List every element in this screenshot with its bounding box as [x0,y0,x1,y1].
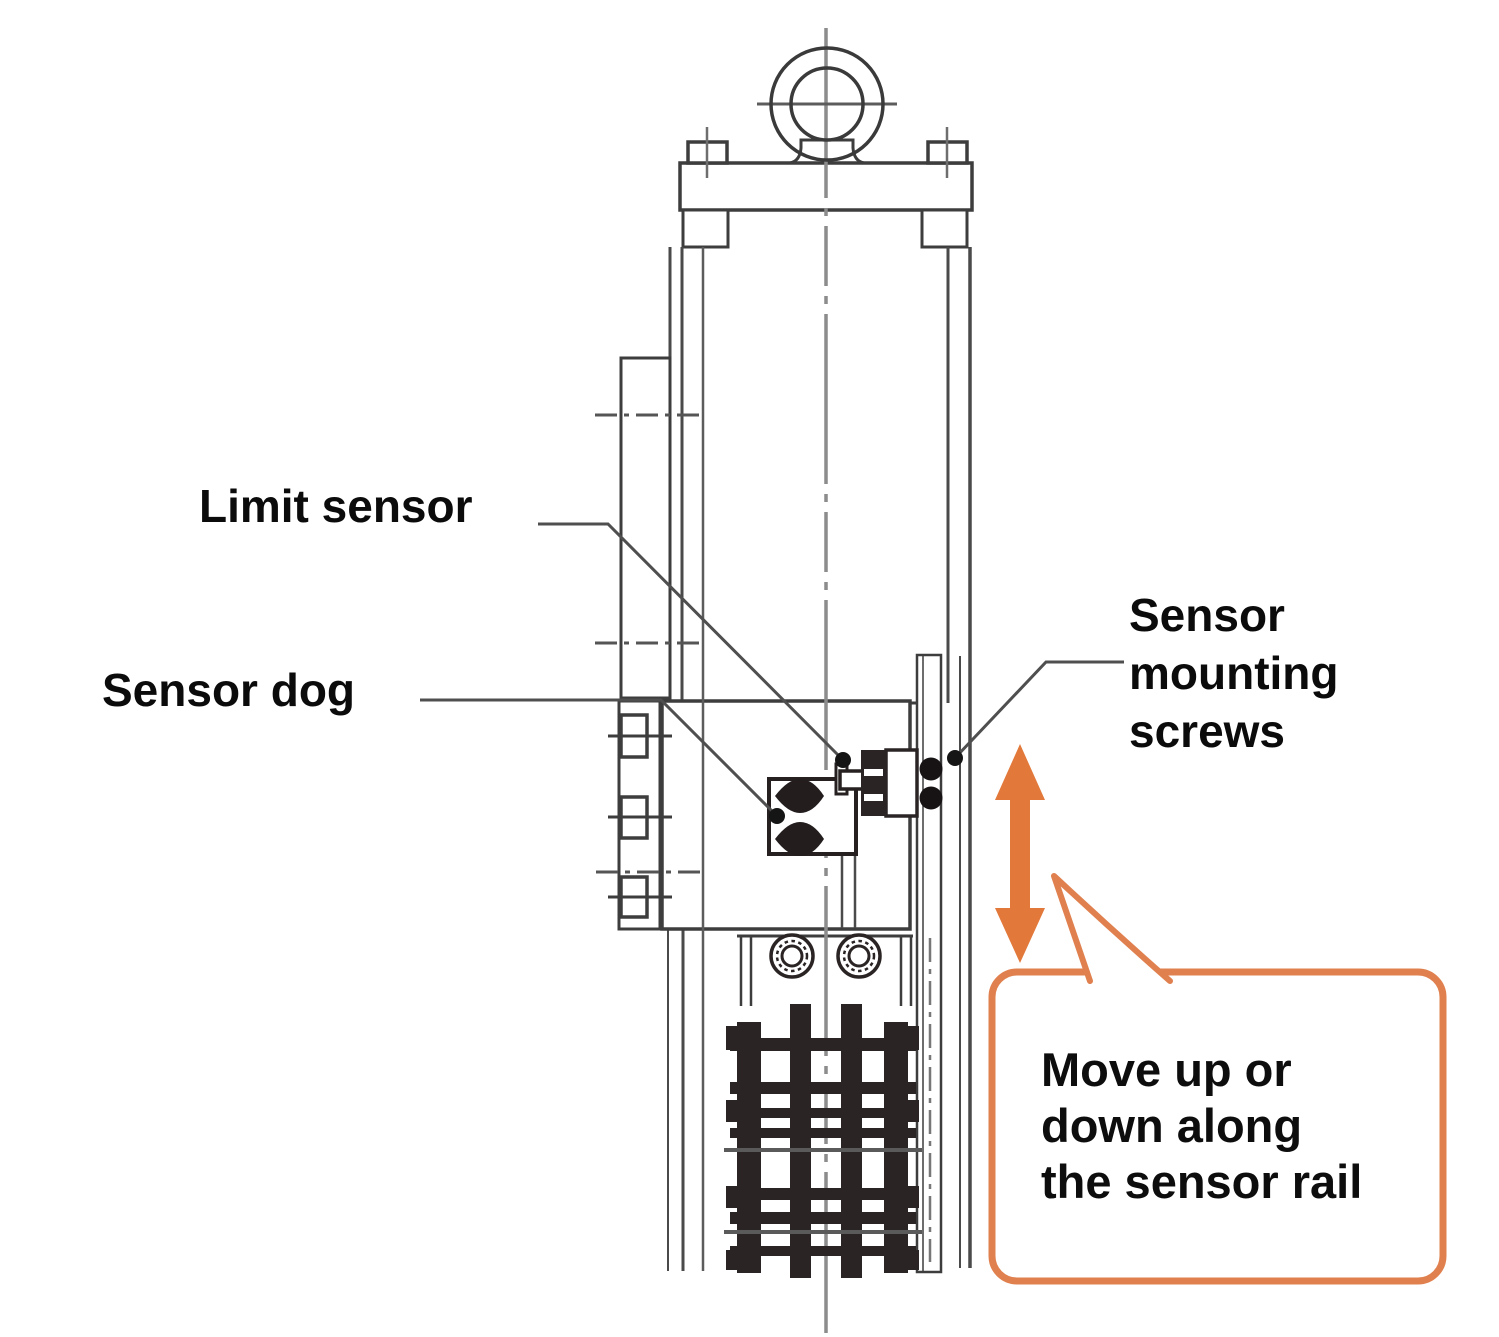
body-walls [667,247,972,1271]
guide-rollers [769,933,882,979]
callout-text-line1: Move up or [1041,1043,1292,1096]
limit-sensor-assembly [834,748,943,818]
mounting-screws-leader [953,660,1124,760]
side-flange-plate [619,356,672,700]
limit-sensor-body [884,748,919,818]
limit-sensor-leader-dot [835,752,851,768]
sensor-dog-leader [420,698,779,818]
sensor-dog-cam-lower [775,822,824,856]
callout-bubble [988,873,1447,1285]
sensor-mounting-screws-label-line1: Sensor [1129,589,1285,641]
callout-text-line2: down along [1041,1099,1303,1152]
sensor-clamp-dark [861,750,886,816]
mounting-screw-lower [919,786,943,810]
mounting-screw-upper [919,757,943,781]
callout-text-line3: the sensor rail [1041,1155,1363,1208]
body-notch-right [920,208,969,249]
callout-bubble-tail [1051,873,1173,984]
sensor-mounting-screws-label: Sensor mounting screws [1129,586,1339,760]
body-notch-left [681,208,730,249]
mounting-screws-leader-dot [947,750,963,766]
sensor-dog-cam-upper [775,779,824,813]
limit-sensor-leader [538,522,845,762]
sensor-dog-leader-dot [769,808,785,824]
sensor-mounting-screws-label-line2: mounting [1129,647,1339,699]
leader-lines [420,522,1124,824]
move-range-double-arrow-icon [995,744,1045,963]
callout-text: Move up or down along the sensor rail [1041,1042,1362,1210]
eye-bolt-ring [769,46,885,162]
sensor-mounting-screws-label-line3: screws [1129,705,1286,757]
sensor-dog-label: Sensor dog [102,664,356,716]
callout-bubble-box [988,968,1447,1285]
bottom-chain-rack [724,1004,922,1278]
sensor-rail [915,653,943,1274]
limit-sensor-label: Limit sensor [199,480,473,532]
